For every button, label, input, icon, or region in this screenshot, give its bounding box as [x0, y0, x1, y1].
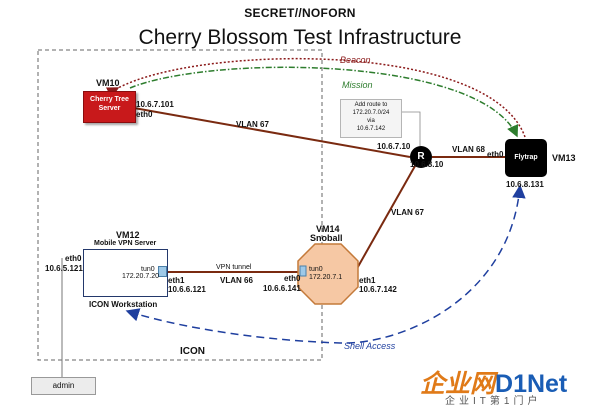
- vlan68-label: VLAN 68: [452, 145, 485, 154]
- vm12-tun-ip: 172.20.7.20: [122, 273, 159, 280]
- flytrap-node[interactable]: Flytrap: [505, 139, 547, 177]
- shell-access-label: Shell Access: [344, 341, 396, 351]
- vm14-eth1-label: eth1: [359, 276, 376, 285]
- cherry-tree-server-node[interactable]: Cherry Tree Server: [83, 91, 136, 123]
- beacon-label: Beacon: [340, 55, 371, 65]
- route-note: Add route to 172.20.7.0/24 via 10.6.7.14…: [340, 99, 402, 138]
- shell-access-arrow: [125, 184, 526, 344]
- router-ip-right: 10.6.8.10: [410, 160, 444, 169]
- icon-zone-label: ICON: [180, 346, 205, 357]
- vm14-subtitle: Snoball: [310, 233, 343, 243]
- vm14-tun-ip: 172.20.7.1: [309, 274, 343, 281]
- vm12-eth1-ip: 10.6.6.121: [168, 285, 206, 294]
- route-note-line3: via: [367, 118, 375, 124]
- vm10-ip: 10.6.7.101: [136, 100, 174, 109]
- watermark-logo: 企业网D1Net: [420, 364, 567, 400]
- watermark-logo-a: 企业网: [420, 370, 496, 398]
- vm12-name: VM12: [116, 230, 140, 240]
- mobile-vpn-server-node[interactable]: [83, 249, 168, 297]
- cherry-tree-label-line1: Cherry Tree: [90, 96, 129, 103]
- watermark-logo-b: D1Net: [495, 370, 568, 398]
- route-note-line2: 172.20.7.0/24: [352, 110, 390, 116]
- vm14-eth1-ip: 10.6.7.142: [359, 285, 397, 294]
- icon-workstation-label: ICON Workstation: [89, 300, 158, 309]
- classification-banner: SECRET//NOFORN: [244, 6, 356, 20]
- link-vlan67-top: [133, 107, 411, 158]
- snoball-tun-port: [299, 265, 307, 277]
- router-node[interactable]: R: [410, 146, 432, 168]
- vm14-eth0-label: eth0: [284, 274, 301, 283]
- icon-zone-boundary: [37, 49, 323, 361]
- vm10-name: VM10: [96, 78, 120, 88]
- vm14-name: VM14: [316, 224, 340, 234]
- flytrap-ip: 10.6.8.131: [506, 180, 544, 189]
- vlan67-top-label: VLAN 67: [236, 120, 269, 129]
- vm12-eth0-ip: 10.6.5.121: [45, 264, 83, 273]
- mission-arrow: [129, 66, 519, 138]
- route-note-line1: Add route to: [354, 102, 388, 108]
- vm12-subtitle: Mobile VPN Server: [94, 240, 157, 247]
- vpn-server-tun-port: [158, 266, 167, 277]
- beacon-arrow: [105, 57, 526, 138]
- vm14-tun-iface: tun0: [309, 266, 323, 273]
- vlan67-right-label: VLAN 67: [391, 208, 424, 217]
- vm12-eth1-label: eth1: [168, 276, 185, 285]
- cherry-tree-label-line2: Server: [98, 105, 121, 112]
- diagram-title: Cherry Blossom Test Infrastructure: [138, 26, 462, 49]
- route-note-line4: 10.6.7.142: [356, 126, 386, 132]
- note-leader-line: [400, 111, 421, 146]
- admin-node[interactable]: admin: [31, 377, 96, 395]
- vm12-eth0-label: eth0: [65, 254, 82, 263]
- vlan66-label: VLAN 66: [220, 276, 253, 285]
- vm12-tun-iface: tun0: [141, 266, 155, 273]
- vm10-iface: eth0: [136, 110, 153, 119]
- vm13-name: VM13: [552, 153, 576, 163]
- vm14-eth0-ip: 10.6.6.141: [263, 284, 301, 293]
- link-vlan67-right: [354, 165, 416, 273]
- vpn-tunnel-label: VPN tunnel: [216, 264, 252, 271]
- mission-label: Mission: [342, 80, 373, 90]
- router-ip-left: 10.6.7.10: [377, 142, 411, 151]
- flytrap-iface: eth0: [487, 150, 504, 159]
- watermark-subtitle: 企业IT第1门户: [445, 396, 542, 407]
